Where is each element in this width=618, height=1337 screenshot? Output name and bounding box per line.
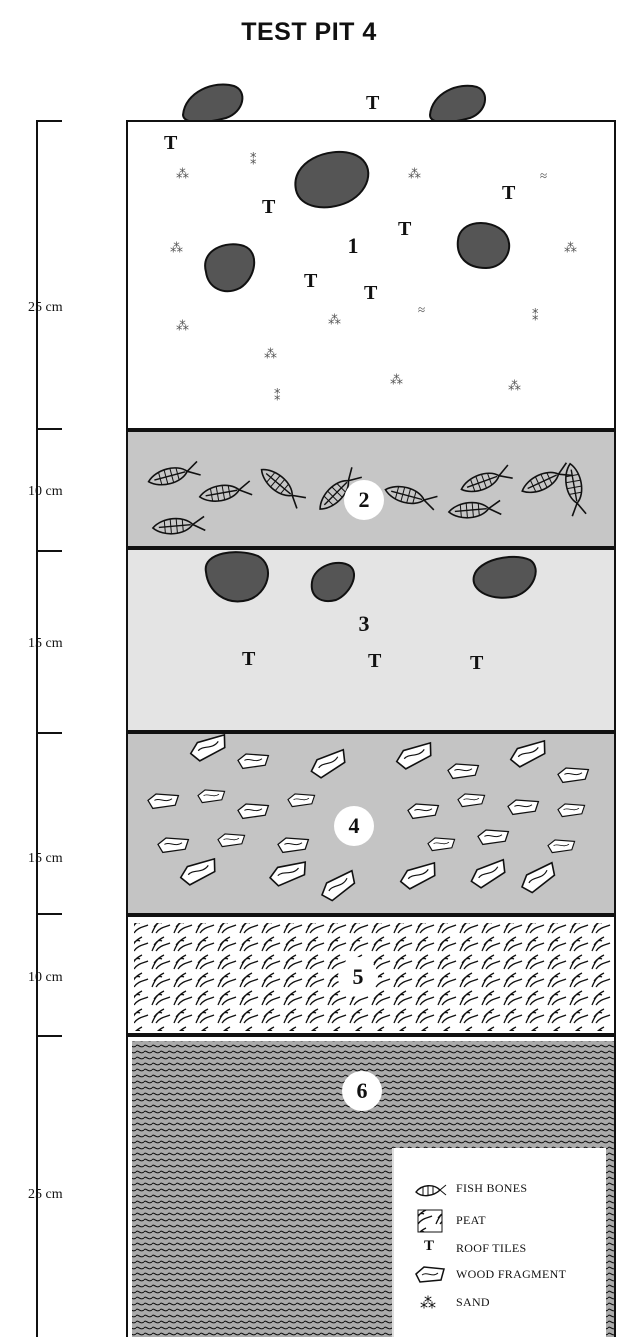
depth-label-1: 25 cm [28,300,63,316]
layer-1: T T T T T T 1 ⁂ ⁑ ⁂ ≈ ⁂ ⁂ ⁂ ⁂ ≈ ⁑ ⁂ ⁂ ⁑ … [126,120,616,430]
scale-tick [36,732,62,734]
sand-icon: ⁂ [176,166,189,182]
roof-tile-marker: T [304,270,317,293]
depth-label-2: 10 cm [28,484,63,500]
roof-tile-marker: T [164,132,177,155]
layer-number-6: 6 [342,1071,382,1111]
surface-stones [0,0,618,125]
roof-tile-marker: T [364,282,377,305]
sand-icon: ≈ [540,168,547,184]
legend-item-sand: ⁂ SAND [394,1290,606,1316]
legend-item-wood-fragment: WOOD FRAGMENT [394,1262,606,1288]
layer-number-3: 3 [344,604,384,644]
sand-icon: ⁂ [508,378,521,394]
depth-label-5: 10 cm [28,970,63,986]
legend: FISH BONES PEAT T ROOF TILES WOOD FRAGME… [392,1148,606,1337]
roof-tile-marker: T [242,648,255,671]
sand-icon: ⁂ [170,240,183,256]
sand-icon: ⁂ [564,240,577,256]
layer-4: 4 [126,732,616,915]
roof-tile-marker: T [398,218,411,241]
layer-number-2: 2 [344,480,384,520]
peat-icon [412,1208,448,1234]
scale-tick [36,1035,62,1037]
legend-item-fish-bones: FISH BONES [394,1176,606,1202]
roof-tile-marker: T [502,182,515,205]
sand-icon: ⁂ [390,372,403,388]
depth-label-3: 15 cm [28,636,63,652]
legend-item-roof-tiles: T ROOF TILES [394,1236,606,1262]
sand-icon: ⁑ [532,308,539,324]
sand-icon: ⁂ [408,166,421,182]
roof-tile-marker: T [368,650,381,673]
layer-number-1: 1 [333,226,373,266]
roof-tile-icon: T [424,1238,460,1264]
sand-icon: ≈ [418,302,425,318]
sand-icon: ⁂ [328,312,341,328]
layer-3: 3 T T T [126,548,616,732]
wood-fragment-icon [412,1262,448,1288]
roof-tile-marker: T [470,652,483,675]
fish-bone-icon [412,1176,448,1202]
sand-icon: ⁑ [274,388,281,404]
roof-tile-marker: T [262,196,275,219]
legend-label: FISH BONES [456,1181,527,1196]
scale-tick [36,428,62,430]
roof-tile-marker: T [366,92,379,115]
scale-tick [36,550,62,552]
sand-icon: ⁑ [250,152,257,168]
layer-5: 5 [126,915,616,1035]
legend-label: PEAT [456,1213,486,1228]
depth-label-4: 15 cm [28,851,63,867]
layer-number-4: 4 [334,806,374,846]
scale-tick [36,913,62,915]
sand-icon: ⁂ [176,318,189,334]
sand-icon: ⁂ [420,1293,456,1319]
legend-item-peat: PEAT [394,1208,606,1234]
legend-label: WOOD FRAGMENT [456,1267,566,1282]
legend-label: ROOF TILES [456,1241,526,1256]
layer-2: 2 [126,430,616,548]
sand-icon: ⁂ [264,346,277,362]
depth-label-6: 25 cm [28,1187,63,1203]
legend-label: SAND [456,1295,490,1310]
layer-number-5: 5 [338,957,378,997]
